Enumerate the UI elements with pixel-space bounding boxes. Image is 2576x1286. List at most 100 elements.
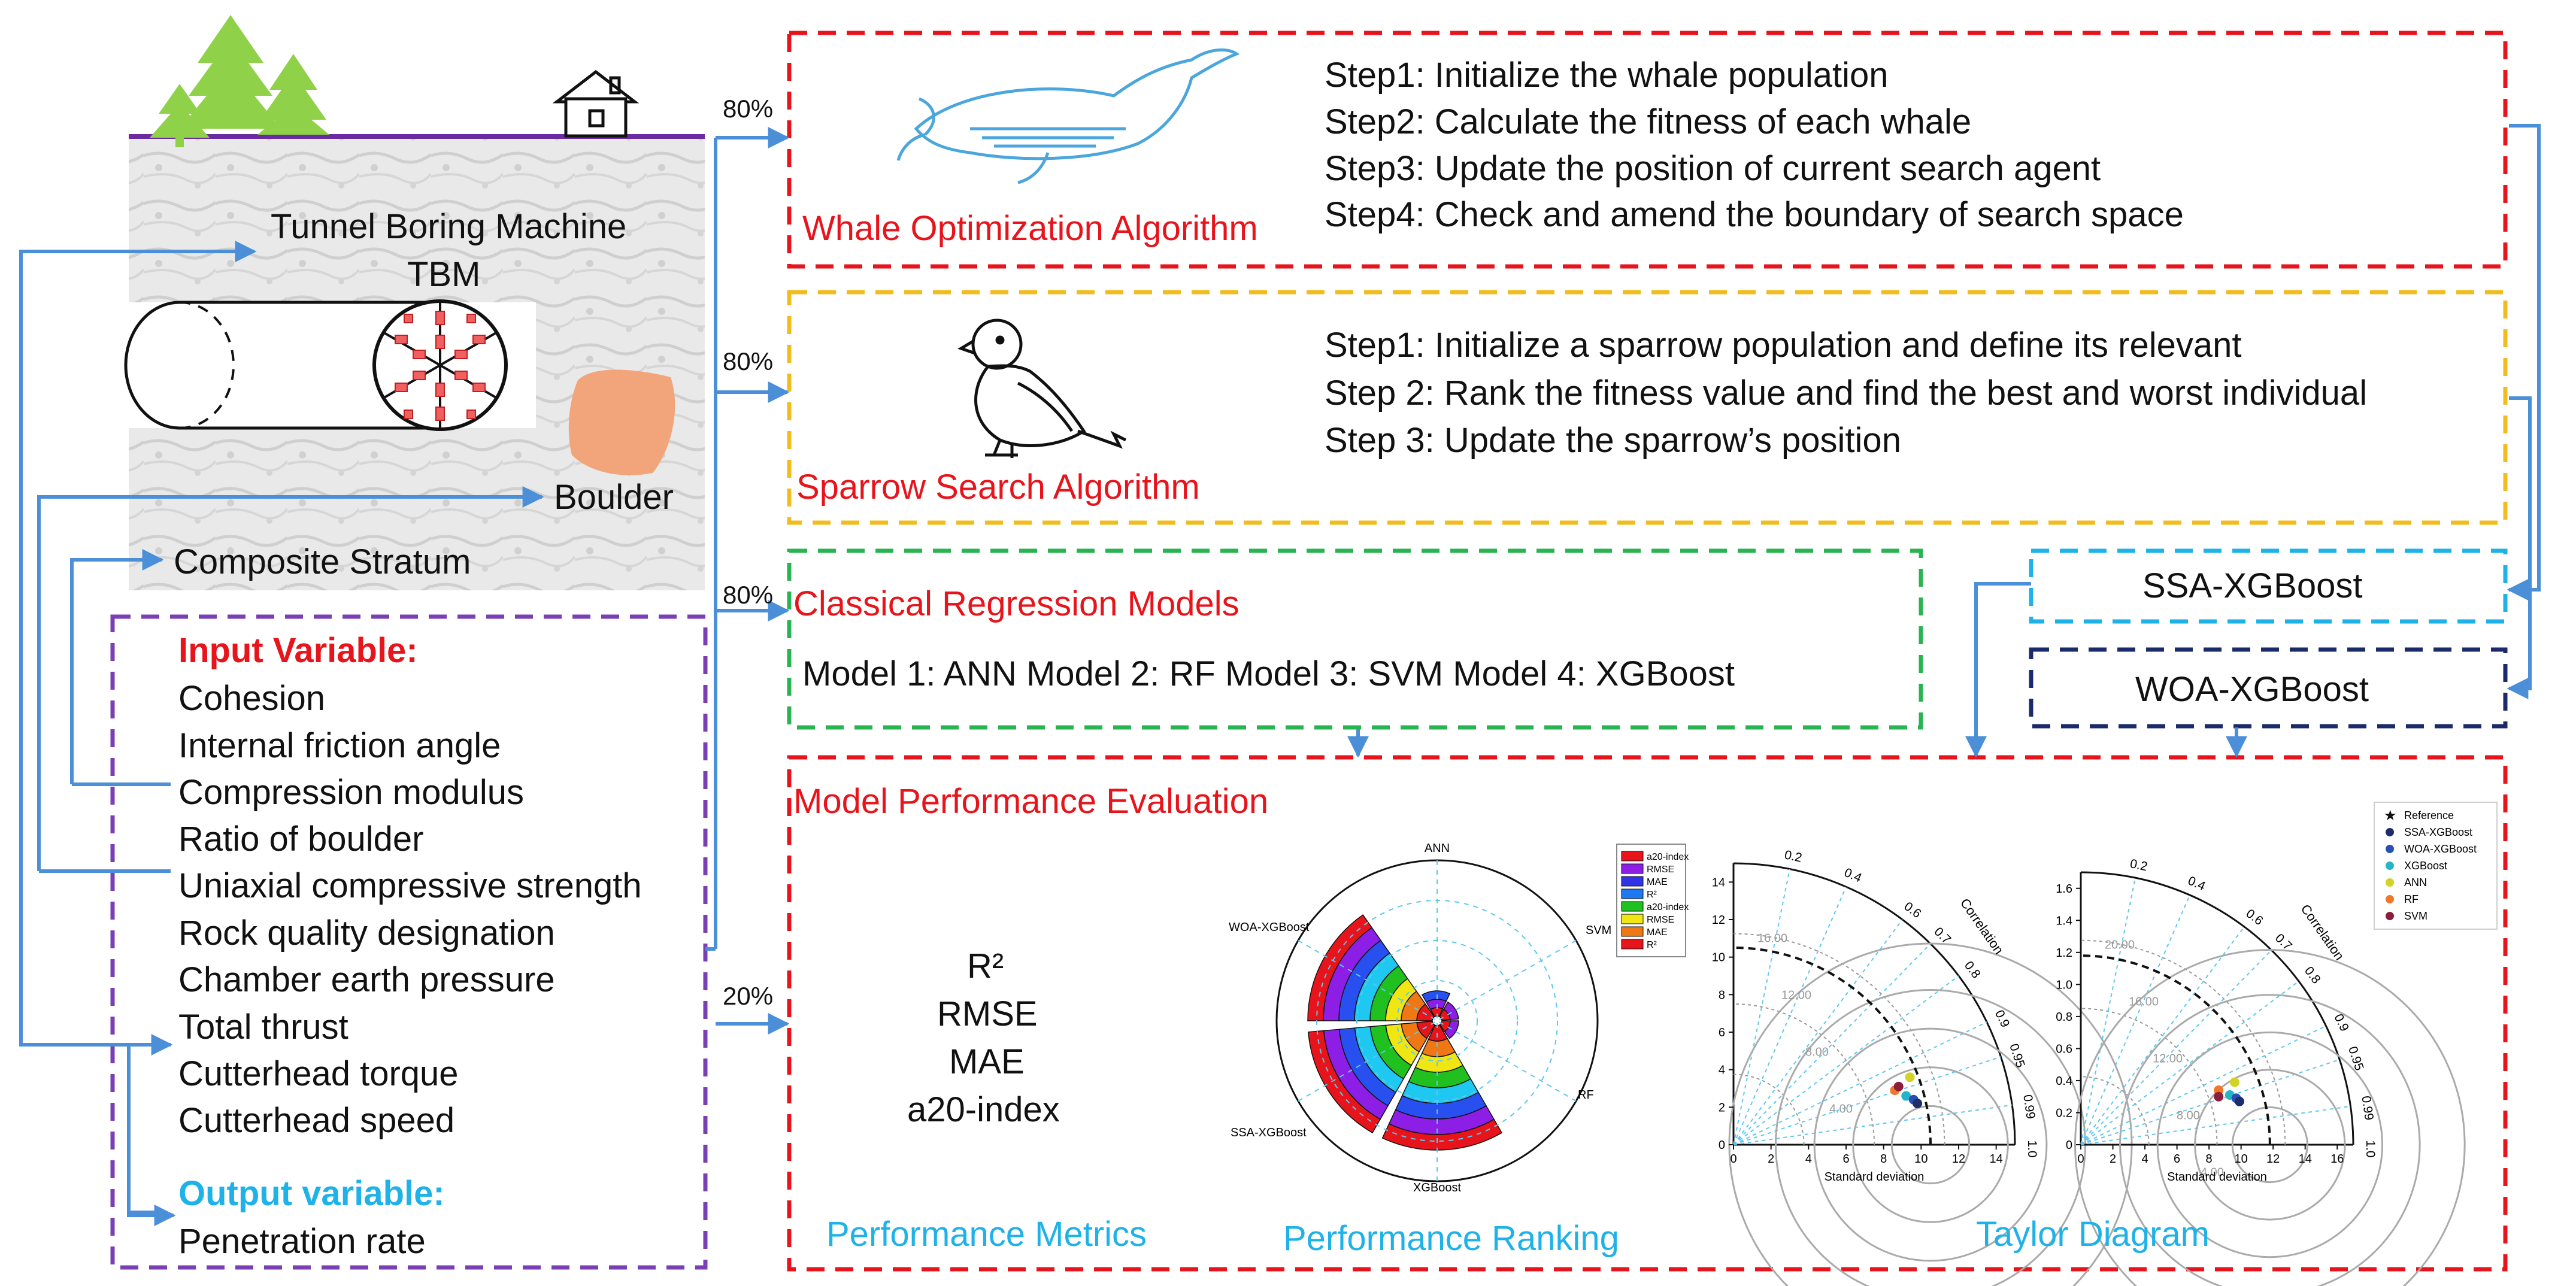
polar-legend-swatch [1621,939,1644,950]
taylor-x-label: Standard deviation [2167,1170,2267,1184]
taylor-x-tick-label: 8 [1880,1152,1887,1166]
taylor-x-tick-label: 14 [1990,1152,2003,1166]
sparrow-icon [957,319,1127,458]
polar-sectors [1307,914,1503,1151]
taylor-legend-dot [2386,845,2394,853]
taylor-model-point [2229,1077,2239,1087]
input-variable-item: Total thrust [178,1008,348,1047]
input-variable-item: Rock quality designation [178,914,555,953]
taylor-arc-title: Correlation [1957,896,2007,957]
polar-legend-swatch [1621,914,1644,924]
taylor-corr-ray [2080,894,2190,1145]
taylor-legend-label: Reference [2404,809,2454,821]
boulder-shape [568,369,675,475]
taylor-legend-label: SVM [2404,910,2427,922]
taylor-legend-dot [2386,895,2394,903]
taylor-rms-label: 4.00 [1829,1103,1853,1116]
taylor-legend-label: ANN [2404,876,2427,888]
pct-label-ssa: 80% [723,347,774,375]
taylor-rms-circle [1890,1105,1971,1185]
polar-label-svm: SVM [1586,924,1611,937]
caption-performance-metrics: Performance Metrics [826,1215,1147,1254]
taylor-x-tick-label: 10 [1914,1152,1928,1166]
taylor-rms-circle [2074,949,2466,1286]
metric-rmse: RMSE [937,994,1038,1033]
taylor-rms-circle [2231,1106,2308,1184]
taylor-rms-circle [1813,1027,2048,1262]
connector-lines [19,124,2541,1226]
tbm-label-line2: TBM [407,255,481,294]
input-variable-item: Cutterhead speed [178,1101,455,1140]
input-variable-item: Cutterhead torque [178,1054,459,1093]
taylor-y-tick-label: 0.6 [2056,1042,2072,1056]
variables-box [110,614,708,1270]
taylor-x-tick-label: 4 [1805,1152,1812,1166]
input-variable-item: Internal friction angle [178,726,501,765]
polar-sector-band [1308,1030,1381,1134]
taylor-y-tick-label: 0.2 [2056,1106,2072,1120]
polar-sector-band [1381,1118,1503,1151]
taylor-corr-label: 0.6 [1902,899,1924,921]
woa-step: Step3: Update the position of current se… [1325,149,2101,188]
woa-step: Step2: Calculate the fitness of each wha… [1325,102,1972,141]
taylor-reference-arc [1733,947,1932,1145]
taylor-rms-label: 8.00 [2177,1109,2200,1122]
taylor-x-tick-label: 6 [1842,1152,1849,1166]
taylor-corr-label: 0.4 [1842,866,1863,885]
taylor-model-point [1901,1091,1911,1101]
taylor-x-tick-label: 8 [2206,1152,2213,1166]
taylor-x-tick-label: 16 [2330,1152,2344,1166]
taylor-model-point [1905,1072,1915,1082]
taylor-rms-label: 8.00 [1805,1046,1829,1059]
polar-legend-swatch [1621,926,1644,937]
taylor-y-tick-label: 4 [1719,1064,1725,1077]
taylor-y-tick-label: 1.0 [2056,978,2072,991]
woa-step: Step4: Check and amend the boundary of s… [1325,195,2184,234]
polar-grid [1298,860,1577,1181]
caption-performance-ranking: Performance Ranking [1283,1219,1619,1258]
boulder-label: Boulder [554,478,674,517]
caption-taylor-diagram: Taylor Diagram [1976,1215,2210,1254]
taylor-x-tick-label: 10 [2235,1152,2248,1166]
taylor-y-tick-label: 10 [1712,951,1725,964]
woa-xgboost-label: WOA-XGBoost [2135,670,2369,709]
woa-box [787,31,2508,269]
taylor-corr-ray [2080,1105,2351,1145]
polar-legend-swatch [1621,876,1644,887]
polar-legend-label: a20-index [1647,902,1689,912]
taylor-y-tick-label: 12 [1712,914,1725,927]
polar-legend-swatch [1621,901,1644,912]
taylor-rms-circle [1852,1066,2009,1223]
taylor-x-tick-label: 2 [1768,1152,1774,1166]
polar-legend-label: RMSE [1647,865,1674,875]
polar-legend-label: a20-index [1647,852,1689,862]
metric-mae: MAE [949,1042,1025,1081]
polar-label-ann: ANN [1425,842,1450,855]
tbm-machine-icon [124,299,536,431]
taylor-model-point [1893,1081,1904,1091]
taylor-legend-dot [2386,862,2394,870]
taylor-corr-ray [2080,1058,2340,1145]
tbm-label-line1: Tunnel Boring Machine [271,207,627,246]
pct-label-evaluation: 20% [723,982,774,1010]
taylor-legend-dot [2386,878,2394,887]
taylor-rms-label: 4.00 [2201,1166,2224,1179]
taylor-y-tick-label: 1.2 [2056,947,2072,960]
taylor-x-tick-label: 0 [1730,1152,1736,1166]
taylor-corr-label: 0.9 [2331,1012,2351,1033]
taylor-y-tick-label: 0 [2066,1139,2072,1152]
pct-label-classical: 80% [723,581,774,609]
taylor-corr-ray [2080,877,2136,1145]
taylor-x-tick-label: 14 [2299,1152,2312,1166]
evaluation-title: Model Performance Evaluation [793,782,1269,821]
taylor-x-tick-label: 12 [1952,1152,1965,1166]
taylor-std-arc [2080,1008,2218,1145]
taylor-std-arc [1733,1003,1875,1145]
taylor-rms-label: 20.00 [2105,938,2135,951]
metric-r2: R² [967,947,1004,985]
polar-label-ssa-xgboost: SSA-XGBoost [1231,1126,1307,1139]
taylor-rms-label: 12.00 [1781,989,1811,1002]
taylor-y-tick-label: 8 [1719,988,1725,1002]
